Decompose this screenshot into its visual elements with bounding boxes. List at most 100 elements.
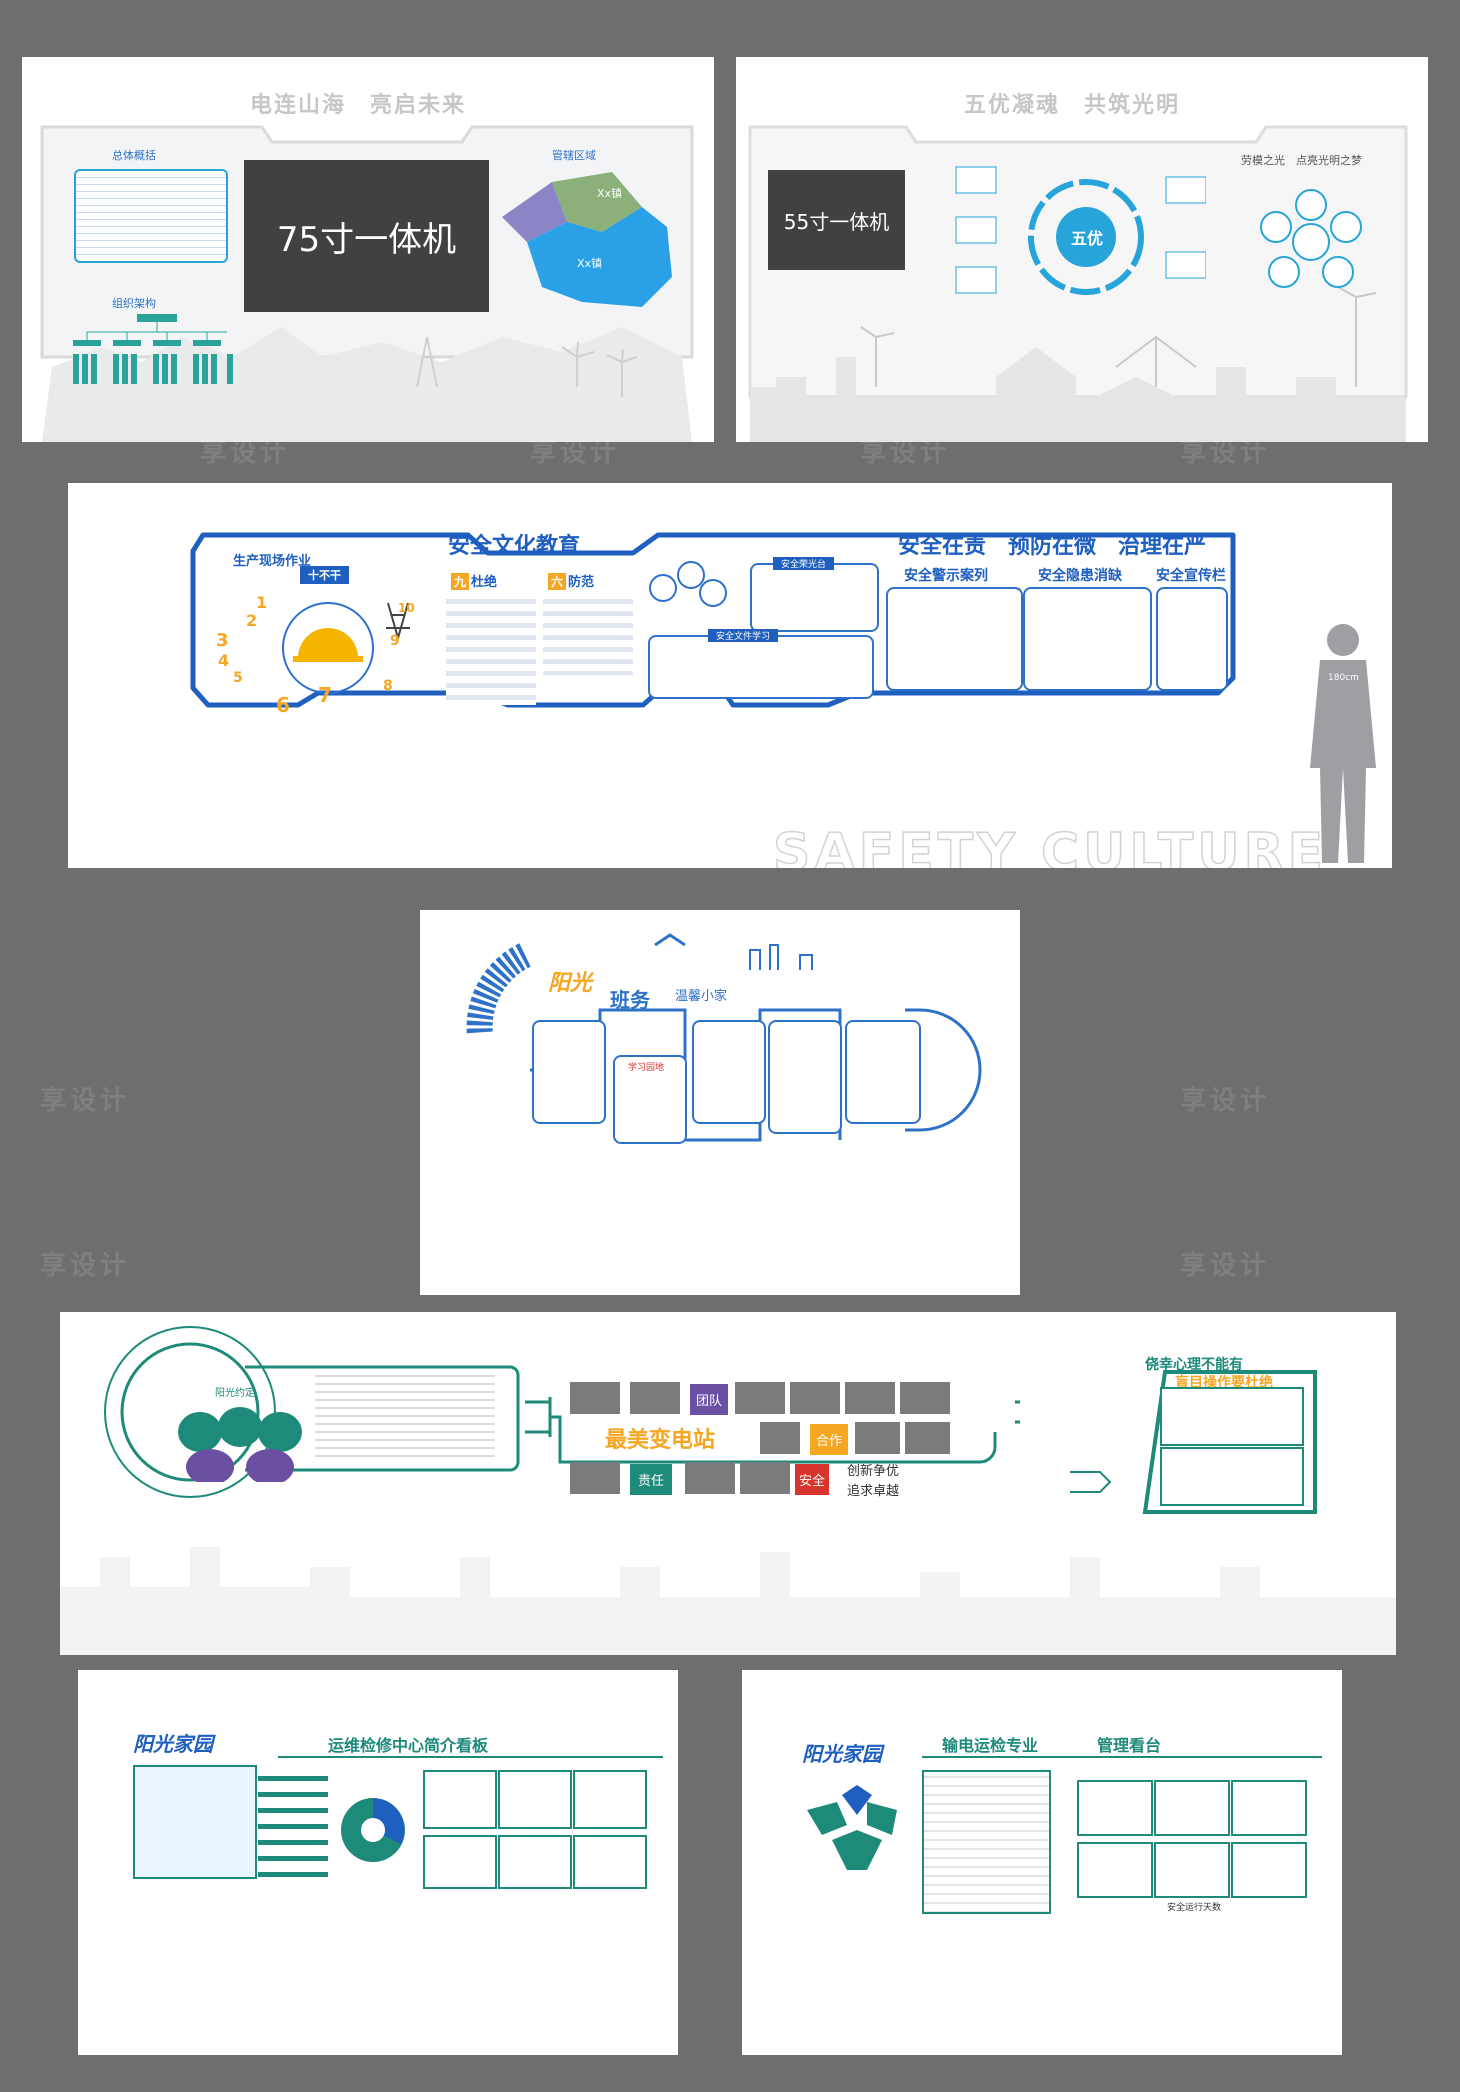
board6-list xyxy=(258,1770,328,1880)
board5-tile xyxy=(855,1422,900,1454)
board3-num-3: 3 xyxy=(216,630,229,651)
board3-num-6: 6 xyxy=(276,693,290,717)
board6-card-3 xyxy=(573,1770,647,1829)
board3-num-10: 10 xyxy=(398,601,415,615)
board5-motto2: 追求卓越 xyxy=(847,1484,900,1499)
board3-honor-label: 安全荣光台 xyxy=(773,557,835,570)
board5-tile xyxy=(790,1382,840,1414)
board5-station-title: 最美变电站 xyxy=(605,1428,716,1453)
board1-map xyxy=(502,172,672,307)
board6-card-5 xyxy=(498,1835,572,1889)
board3-six-list xyxy=(543,595,633,675)
board3-helmet-diagram xyxy=(282,602,410,694)
board5-tile-resp: 责任 xyxy=(630,1464,673,1495)
board6-card-4 xyxy=(423,1835,497,1889)
board5-motto1: 创新争优 xyxy=(847,1464,900,1479)
board3-study-card xyxy=(648,635,874,699)
board3-nine-list xyxy=(446,595,536,705)
board4-subtitle: 温馨小家 xyxy=(675,989,728,1004)
board5-tile xyxy=(735,1382,785,1414)
board5-tile-coop: 合作 xyxy=(810,1424,849,1455)
board4-card-5 xyxy=(845,1020,921,1124)
board3-board-card xyxy=(1156,587,1228,691)
board6-card-1 xyxy=(423,1770,497,1829)
board7-title-b: 管理看台 xyxy=(1097,1736,1162,1755)
board3-site-work: 生产现场作业 xyxy=(233,554,312,569)
board-sunshine-team: 阳光 班务 温馨小家 学习园地 xyxy=(420,910,1020,1295)
board5-tile xyxy=(740,1462,790,1494)
board-power-mountains: 电连山海 亮启未来 总体概括 组织架构 75寸一体机 管辖区域 Xx镇 Xx镇 xyxy=(22,57,714,442)
board1-org-label: 组织架构 xyxy=(112,297,156,310)
board3-hazard-card xyxy=(1023,587,1152,691)
board-best-substation: 阳光约定 团队 最美变电站 合作 责任 安全 创新争优 追求卓越 侥幸心理不能有… xyxy=(60,1312,1396,1655)
board1-town-a: Xx镇 xyxy=(597,187,623,200)
board1-area-label: 管辖区域 xyxy=(552,149,596,162)
board5-tile xyxy=(570,1462,620,1494)
board-safety-culture: 安全文化教育 安全在责 预防在微 治理在严 生产现场作业 十不干 1 2 3 4… xyxy=(68,483,1392,868)
board1-town-b: Xx镇 xyxy=(577,257,603,270)
board3-six-prevent: 防范 xyxy=(568,575,595,590)
board1-screen-label: 75寸一体机 xyxy=(276,219,457,260)
board6-logo: 阳光家园 xyxy=(133,1732,213,1756)
board3-slogan: 安全在责 预防在微 治理在严 xyxy=(898,534,1207,559)
board2-screen-label: 55寸一体机 xyxy=(783,209,890,234)
board5-tile xyxy=(630,1382,680,1414)
board1-title: 电连山海 亮启未来 xyxy=(250,93,467,118)
watermark: 享设计 xyxy=(1180,1086,1271,1116)
board7-card-2 xyxy=(1154,1780,1230,1836)
board3-safety-ring xyxy=(649,561,727,607)
board3-num-2: 2 xyxy=(246,611,258,630)
board4-card-1 xyxy=(532,1020,606,1124)
board7-card-3 xyxy=(1231,1780,1307,1836)
board3-num-8: 8 xyxy=(383,678,393,694)
board7-run-days: 安全运行天数 xyxy=(1167,1903,1222,1913)
board4-title: 班务 xyxy=(610,988,650,1012)
board1-org-chart xyxy=(73,314,233,384)
board3-hazard-label: 安全隐患消缺 xyxy=(1038,568,1122,584)
board3-badge-six: 六 xyxy=(548,573,567,590)
board5-tile-team: 团队 xyxy=(690,1384,729,1415)
board7-pentagon-diagram xyxy=(807,1785,897,1870)
board3-warning-label: 安全警示案列 xyxy=(904,568,988,584)
board5-tile xyxy=(570,1382,620,1414)
board3-honor-card xyxy=(750,563,879,632)
board2-right-title: 劳模之光 点亮光明之梦 xyxy=(1241,154,1362,167)
board6-card-6 xyxy=(573,1835,647,1889)
board5-tile-safe: 安全 xyxy=(795,1464,830,1495)
board1-overview-text xyxy=(74,169,228,263)
board7-card-1 xyxy=(1077,1780,1153,1836)
board7-text-panel xyxy=(922,1770,1051,1914)
board5-tile xyxy=(905,1422,950,1454)
board5-slogan-1: 侥幸心理不能有 xyxy=(1145,1357,1243,1373)
board2-screen: 55寸一体机 xyxy=(768,170,905,270)
board3-num-9: 9 xyxy=(390,633,400,649)
board4-card-3 xyxy=(692,1020,766,1124)
board7-card-4 xyxy=(1077,1842,1153,1898)
watermark: 享设计 xyxy=(40,1086,131,1116)
board5-tile xyxy=(845,1382,895,1414)
watermark: 享设计 xyxy=(1180,1251,1271,1281)
board5-card-1 xyxy=(1160,1387,1304,1446)
board5-card-2 xyxy=(1160,1447,1304,1506)
board-transmission-ops: 阳光家园 输电运检专业 管理看台 安全运行天数 xyxy=(742,1670,1342,2055)
board5-tile xyxy=(900,1382,950,1414)
board5-petal-diagram xyxy=(178,1407,302,1482)
board3-board-label: 安全宣传栏 xyxy=(1156,568,1226,584)
person-silhouette xyxy=(1310,624,1376,863)
board3-num-1: 1 xyxy=(256,593,268,612)
board3-watermark: SAFETY CULTURE xyxy=(772,822,1328,868)
board6-intro xyxy=(133,1765,257,1879)
board7-logo: 阳光家园 xyxy=(802,1742,882,1766)
board7-card-6 xyxy=(1231,1842,1307,1898)
board3-study-label: 安全文件学习 xyxy=(708,629,779,642)
watermark: 享设计 xyxy=(40,1251,131,1281)
board3-warning-card xyxy=(886,587,1023,691)
board7-rule xyxy=(922,1756,1322,1758)
board7-card-5 xyxy=(1154,1842,1230,1898)
board3-num-4: 4 xyxy=(218,651,230,670)
board6-circle-diagram xyxy=(341,1798,405,1862)
board2-center-label: 五优 xyxy=(1071,229,1104,248)
board5-sun-title: 阳光约定 xyxy=(215,1388,255,1399)
board6-title: 运维检修中心简介看板 xyxy=(328,1736,489,1755)
board1-screen: 75寸一体机 xyxy=(244,160,489,312)
